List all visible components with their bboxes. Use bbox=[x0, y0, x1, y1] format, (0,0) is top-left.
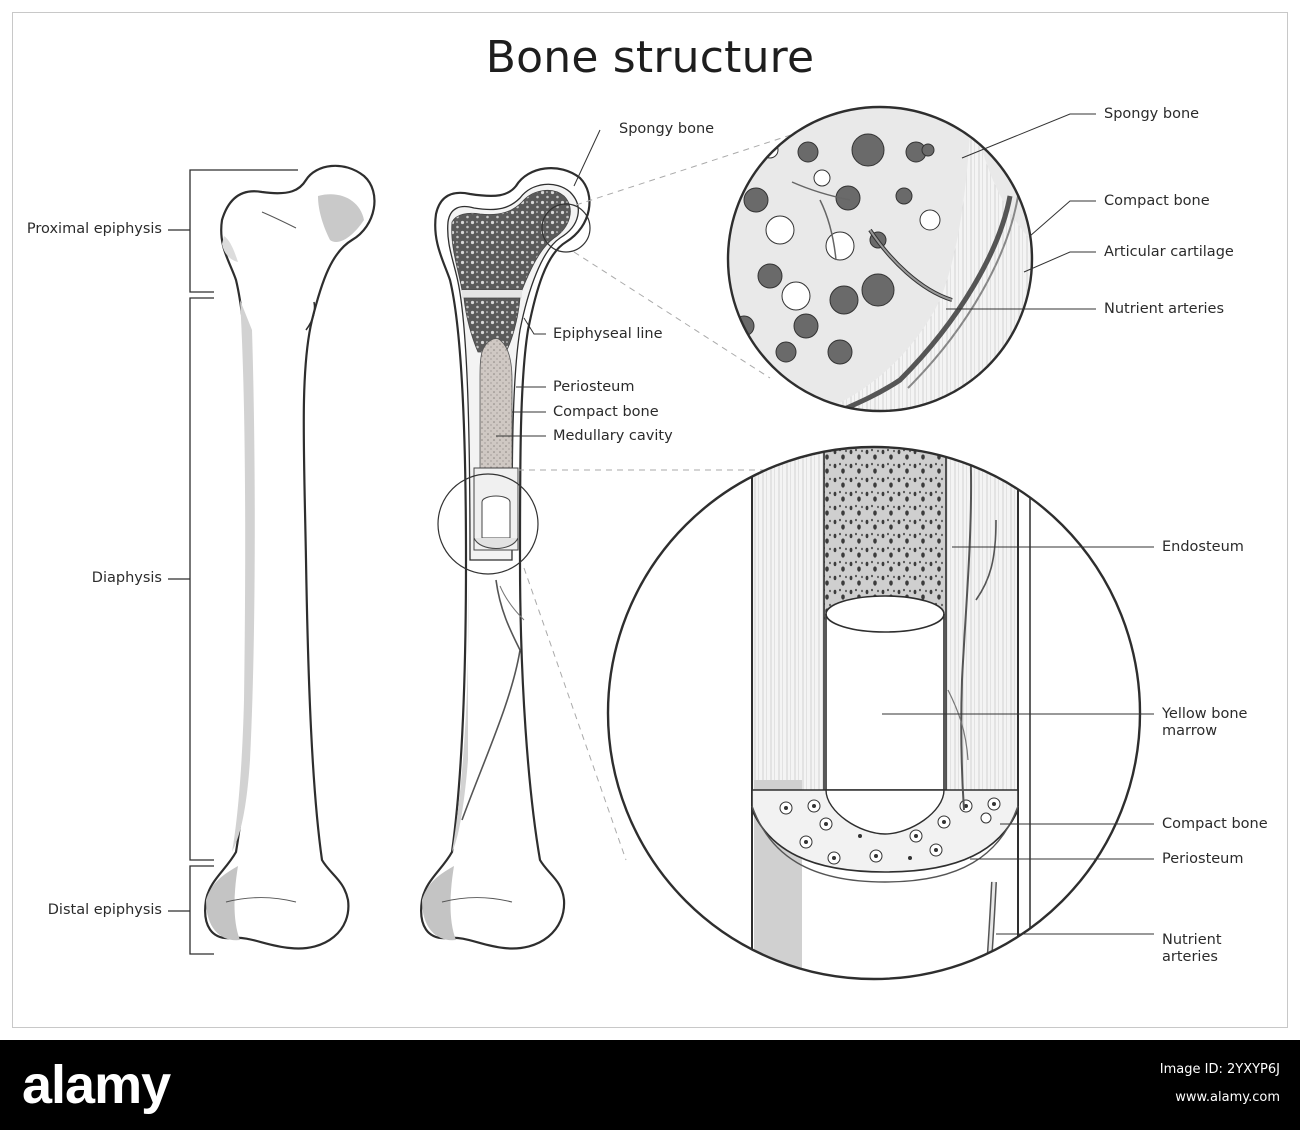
bone-illustration bbox=[168, 105, 1154, 981]
label-nutrient-arteries-line1: Nutrient bbox=[1162, 932, 1222, 948]
label-medullary-cavity: Medullary cavity bbox=[553, 428, 673, 444]
label-diaphysis: Diaphysis bbox=[91, 570, 162, 586]
label-spongy-bone-detail: Spongy bone bbox=[1104, 106, 1200, 122]
diagram-title: Bone structure bbox=[485, 32, 815, 83]
label-compact-bone-section: Compact bone bbox=[553, 404, 659, 420]
label-yellow-bone-marrow-line1: Yellow bone bbox=[1162, 706, 1248, 722]
label-yellow-bone-marrow-line2: marrow bbox=[1162, 723, 1218, 739]
brand-logo: alamy bbox=[22, 1055, 171, 1115]
region-brackets bbox=[168, 169, 298, 955]
label-epiphyseal-line: Epiphyseal line bbox=[553, 326, 663, 342]
label-compact-bone-detail: Compact bone bbox=[1104, 193, 1210, 209]
label-nutrient-arteries-shaft: Nutrient arteries bbox=[1162, 932, 1222, 966]
femur-exterior bbox=[204, 164, 376, 950]
label-yellow-bone-marrow: Yellow bone marrow bbox=[1162, 706, 1247, 740]
site-url-text: www.alamy.com bbox=[1175, 1090, 1280, 1105]
label-nutrient-arteries-line2: arteries bbox=[1162, 949, 1218, 965]
femur-section bbox=[420, 167, 591, 950]
label-spongy-bone-section: Spongy bone bbox=[619, 121, 715, 137]
label-endosteum: Endosteum bbox=[1162, 539, 1244, 555]
label-periosteum-section: Periosteum bbox=[553, 379, 635, 395]
image-id-text: Image ID: 2YXYP6J bbox=[1159, 1062, 1280, 1077]
leader-lines bbox=[496, 113, 1154, 935]
label-compact-bone-shaft: Compact bone bbox=[1162, 816, 1268, 832]
label-nutrient-arteries-detail: Nutrient arteries bbox=[1104, 301, 1225, 317]
label-articular-cartilage: Articular cartilage bbox=[1104, 244, 1234, 260]
spongy-detail-circle bbox=[726, 105, 1034, 413]
watermark-footer: alamy Image ID: 2YXYP6J www.alamy.com bbox=[0, 1040, 1300, 1130]
label-distal-epiphysis: Distal epiphysis bbox=[47, 902, 162, 918]
label-periosteum-shaft: Periosteum bbox=[1162, 851, 1244, 867]
shaft-detail-circle bbox=[606, 445, 1142, 981]
zoom-connectors bbox=[518, 131, 872, 861]
label-proximal-epiphysis: Proximal epiphysis bbox=[26, 221, 162, 237]
